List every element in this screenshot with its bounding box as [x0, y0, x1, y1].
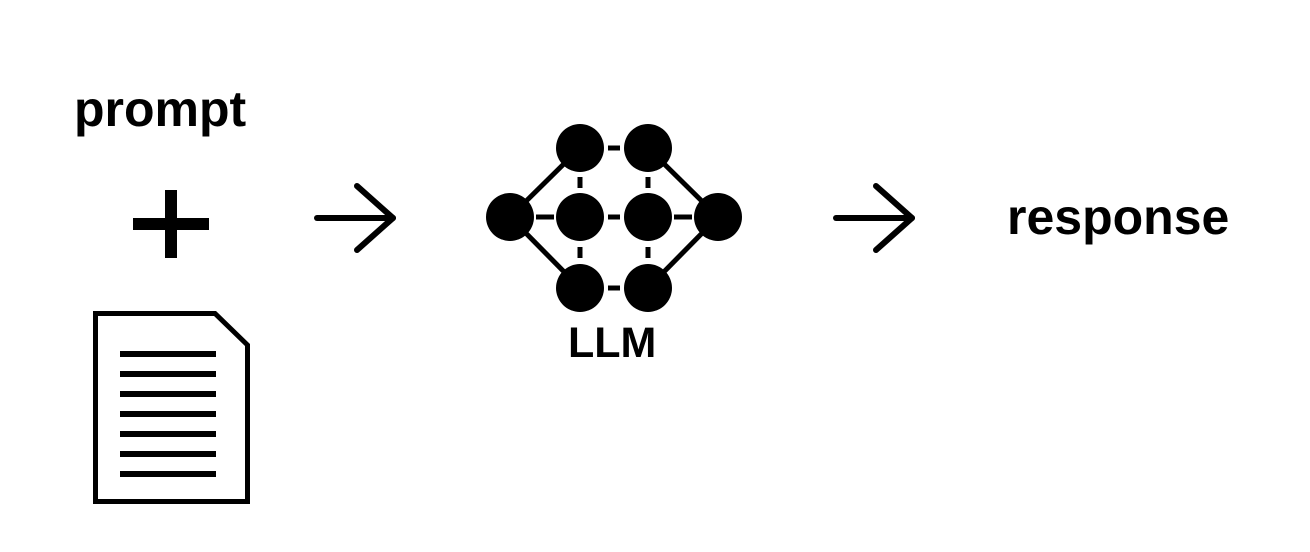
prompt-label: prompt [74, 81, 247, 137]
llm-label: LLM [568, 319, 657, 367]
response-label: response [1007, 189, 1230, 245]
document-icon [93, 311, 250, 504]
plus-icon [133, 190, 209, 258]
arrow-right-icon [833, 183, 915, 253]
arrow-right-icon [314, 183, 396, 253]
neural-network-icon [486, 124, 742, 312]
